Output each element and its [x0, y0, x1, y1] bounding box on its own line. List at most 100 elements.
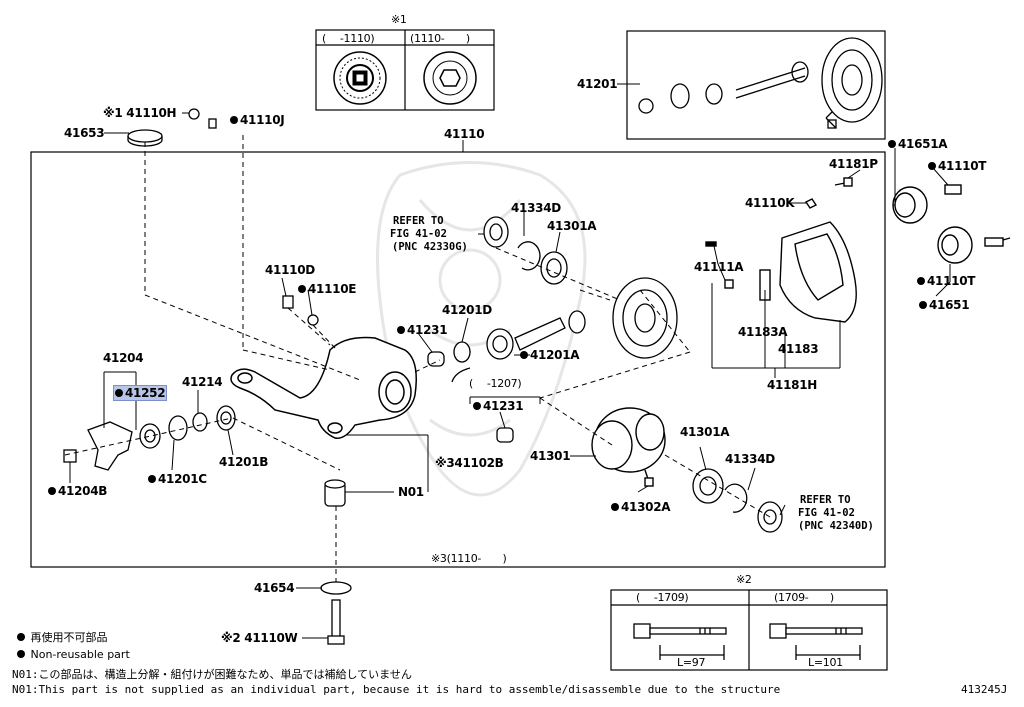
part-41201[interactable]: 41201: [577, 77, 618, 91]
bolt-new: [769, 623, 863, 660]
non-reusable-marker: [298, 285, 306, 293]
part-41201C[interactable]: 41201C: [148, 472, 207, 486]
diagram-code: 413245J: [961, 683, 1008, 696]
part-41651-text: 41651: [929, 298, 970, 312]
part-N01[interactable]: N01: [398, 485, 424, 499]
pinion-parts: [427, 310, 586, 443]
legend-jp: 再使用不可部品: [17, 631, 108, 645]
rear-cover: [705, 177, 857, 323]
part-41653[interactable]: 41653: [64, 126, 105, 140]
part-41181H[interactable]: 41181H: [767, 378, 817, 392]
part-41301[interactable]: 41301: [530, 449, 571, 463]
oil-seal-new: [423, 51, 477, 105]
part-41334D-b[interactable]: 41334D: [725, 452, 775, 466]
non-reusable-marker: [917, 277, 925, 285]
part-41110K[interactable]: 41110K: [745, 196, 795, 210]
differential-case: [591, 407, 666, 487]
part-41110T-a[interactable]: 41110T: [928, 159, 986, 173]
bolt-old: [633, 623, 727, 660]
part-41183A[interactable]: 41183A: [738, 325, 788, 339]
non-reusable-marker: [919, 301, 927, 309]
legend-dot: [17, 633, 25, 641]
part-41110T-a-text: 41110T: [938, 159, 987, 173]
legend-jp-text: 再使用不可部品: [30, 631, 108, 644]
part-41252-text: 41252: [125, 386, 166, 400]
part-41111A[interactable]: 41111A: [694, 260, 744, 274]
part-41301A-a[interactable]: 41301A: [547, 219, 597, 233]
inset-frame-1: [315, 29, 495, 111]
legend-dot: [17, 650, 25, 658]
part-41110H[interactable]: ※1 41110H: [103, 106, 177, 120]
part-41201D[interactable]: 41201D: [442, 303, 492, 317]
part-41110D[interactable]: 41110D: [265, 263, 315, 277]
part-41183[interactable]: 41183: [778, 342, 819, 356]
watermark-emblem: [376, 161, 587, 497]
part-41110E[interactable]: 41110E: [298, 282, 356, 296]
inset2-mark: ※2: [736, 573, 752, 586]
part-41301A-b[interactable]: 41301A: [680, 425, 730, 439]
ref-lower-3: (PNC 42340D): [798, 520, 874, 532]
part-41110[interactable]: 41110: [444, 127, 485, 141]
front-flange-parts: [63, 405, 236, 471]
upper-bearing-parts: [483, 216, 568, 285]
legend-en: Non-reusable part: [17, 648, 130, 662]
part-41204B-text: 41204B: [58, 484, 108, 498]
mount-parts: [320, 479, 352, 645]
non-reusable-marker: [397, 326, 405, 334]
ring-gear-set: [638, 37, 883, 129]
non-reusable-marker: [520, 351, 528, 359]
companion-flange-right: [892, 184, 1011, 264]
main-frame-footnote: ※3(1110- ): [431, 552, 507, 565]
non-reusable-marker: [473, 402, 481, 410]
ref-upper-1: REFER TO: [393, 215, 444, 227]
differential-carrier-housing: [230, 336, 417, 439]
part-41201A[interactable]: 41201A: [520, 348, 580, 362]
non-reusable-marker: [928, 162, 936, 170]
inset-frame-41201: [626, 30, 886, 140]
note-n01-en: N01:This part is not supplied as an indi…: [12, 683, 781, 696]
part-41651A[interactable]: 41651A: [888, 137, 948, 151]
note-n01-jp: N01:この部品は、構造上分解・組付けが困難なため、単品では補給していません: [12, 668, 412, 681]
part-41110T-b[interactable]: 41110T: [917, 274, 975, 288]
part-41654[interactable]: 41654: [254, 581, 295, 595]
inset1-mark: ※1: [391, 13, 407, 26]
part-41110W[interactable]: ※2 41110W: [221, 631, 298, 645]
inset1-col-b: (1110- ): [410, 32, 470, 45]
part-41102B[interactable]: ※341102B: [435, 456, 504, 470]
part-41204B[interactable]: 41204B: [48, 484, 107, 498]
ref-upper-3: (PNC 42330G): [392, 241, 468, 253]
part-41181P[interactable]: 41181P: [829, 157, 878, 171]
part-41302A[interactable]: 41302A: [611, 500, 671, 514]
bolt-length-old: L=97: [677, 656, 706, 669]
bolt-length-new: L=101: [808, 656, 843, 669]
inset1-col-a: ( -1110): [322, 32, 375, 45]
ref-upper-2: FIG 41-02: [390, 228, 447, 240]
part-41110E-text: 41110E: [308, 282, 357, 296]
part-41201A-text: 41201A: [530, 348, 580, 362]
main-frame: [30, 151, 886, 568]
legend-en-text: Non-reusable part: [30, 648, 130, 661]
oil-seal-old: [333, 51, 387, 105]
non-reusable-marker: [115, 389, 123, 397]
part-41651[interactable]: 41651: [919, 298, 970, 312]
lower-bearing-parts: [692, 468, 783, 533]
ref-lower-1: REFER TO: [800, 494, 851, 506]
part-41252[interactable]: 41252: [112, 385, 168, 401]
assembly-lines: [64, 135, 771, 582]
part-41110W-text: ※2 41110W: [221, 631, 298, 645]
part-41204[interactable]: 41204: [103, 351, 144, 365]
inset-frame-2: [610, 589, 888, 671]
part-41110J[interactable]: 41110J: [230, 113, 285, 127]
non-reusable-marker: [611, 503, 619, 511]
part-41231-b[interactable]: 41231: [473, 399, 524, 413]
part-41651A-text: 41651A: [898, 137, 948, 151]
part-41214[interactable]: 41214: [182, 375, 223, 389]
inset2-col-a: ( -1709): [636, 591, 689, 604]
non-reusable-marker: [48, 487, 56, 495]
part-41201B[interactable]: 41201B: [219, 455, 269, 469]
breather-parts: [282, 295, 319, 326]
part-41231-a[interactable]: 41231: [397, 323, 448, 337]
part-41334D-a[interactable]: 41334D: [511, 201, 561, 215]
